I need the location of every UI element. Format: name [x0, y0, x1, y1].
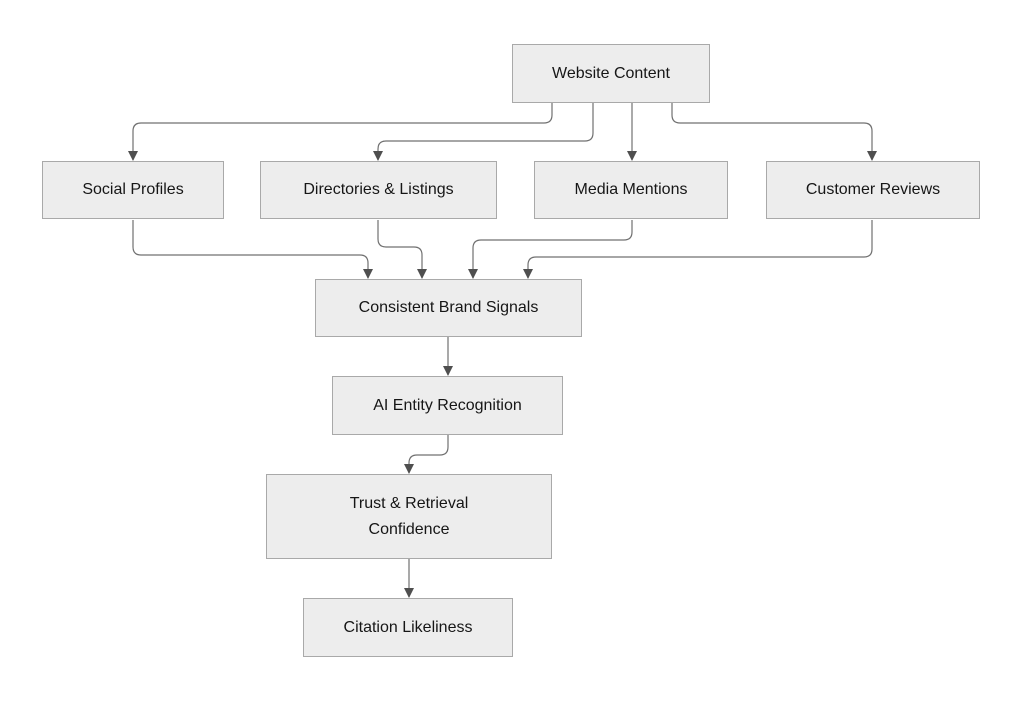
node-citation-likeliness: Citation Likeliness	[303, 598, 513, 657]
node-directories-listings: Directories & Listings	[260, 161, 497, 219]
node-media-mentions: Media Mentions	[534, 161, 728, 219]
edge-website-to-social-profiles	[128, 103, 553, 161]
node-label: Citation Likeliness	[343, 618, 473, 636]
node-label: Trust & Retrieval Confidence	[349, 494, 469, 538]
edge-directories-listings-to-brand-signals	[377, 220, 427, 279]
node-label: AI Entity Recognition	[373, 396, 522, 414]
edge-ai-entity-to-trust-confidence	[404, 435, 449, 474]
node-label: Media Mentions	[574, 181, 688, 198]
node-trust-retrieval-confidence: Trust & Retrieval Confidence	[266, 474, 552, 559]
node-ai-entity-recognition: AI Entity Recognition	[332, 376, 563, 435]
edge-social-profiles-to-brand-signals	[132, 220, 373, 279]
edge-media-mentions-to-brand-signals	[468, 220, 633, 279]
node-label: Consistent Brand Signals	[358, 299, 539, 316]
node-label: Social Profiles	[82, 181, 184, 198]
node-label: Directories & Listings	[303, 181, 454, 198]
node-website-content: Website Content	[512, 44, 710, 103]
node-label: Customer Reviews	[805, 181, 941, 198]
edge-website-to-directories-listings	[373, 103, 594, 161]
node-customer-reviews: Customer Reviews	[766, 161, 980, 219]
node-label: Website Content	[552, 64, 670, 82]
node-consistent-brand-signals: Consistent Brand Signals	[315, 279, 582, 337]
edge-customer-reviews-to-brand-signals	[523, 220, 873, 279]
edge-website-to-customer-reviews	[671, 103, 877, 161]
node-social-profiles: Social Profiles	[42, 161, 224, 219]
